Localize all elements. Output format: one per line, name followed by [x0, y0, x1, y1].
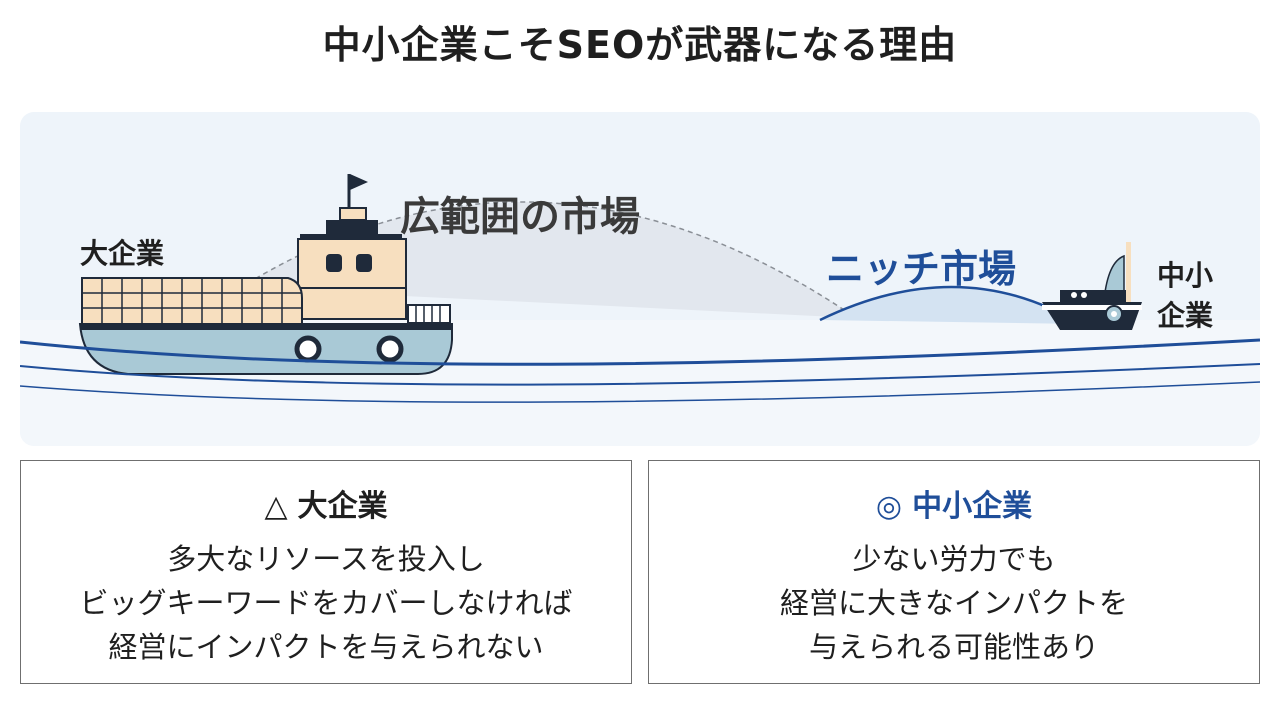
- large-company-card: △ 大企業 多大なリソースを投入し ビッグキーワードをカバーしなければ 経営にイン…: [20, 460, 632, 684]
- card-line: 少ない労力でも: [852, 542, 1056, 576]
- market-scene: 大企業 広範囲の市場 ニッチ市場 中小企業: [20, 112, 1260, 446]
- small-company-card-heading: ◎ 中小企業: [649, 481, 1259, 525]
- wide-market-boundary: [239, 201, 857, 319]
- wave-line: [20, 363, 1260, 386]
- wave-line: [20, 381, 1260, 403]
- large-company-card-text: 多大なリソースを投入し ビッグキーワードをカバーしなければ 経営にインパクトを与…: [21, 537, 631, 669]
- wide-market-label: 広範囲の市場: [400, 194, 640, 240]
- large-company-card-heading: △ 大企業: [21, 481, 631, 525]
- card-line: ビッグキーワードをカバーしなければ: [79, 586, 573, 620]
- triangle-icon: △: [264, 489, 288, 524]
- card-line: 経営にインパクトを与えられない: [108, 630, 544, 664]
- card-line: 多大なリソースを投入し: [167, 542, 485, 576]
- large-company-label: 大企業: [80, 237, 165, 270]
- scene-illustration: [20, 174, 1260, 446]
- small-company-card: ◎ 中小企業 少ない労力でも 経営に大きなインパクトを 与えられる可能性あり: [648, 460, 1260, 684]
- page-title: 中小企業こそSEOが武器になる理由: [322, 23, 958, 67]
- card-line: 与えられる可能性あり: [808, 630, 1099, 664]
- small-company-card-text: 少ない労力でも 経営に大きなインパクトを 与えられる可能性あり: [649, 537, 1259, 669]
- wave-line: [20, 338, 1260, 366]
- card-heading-text: 中小企業: [912, 489, 1033, 524]
- double-circle-icon: ◎: [875, 489, 903, 524]
- niche-market-label: ニッチ市場: [826, 247, 1017, 291]
- small-boat-icon: [1042, 242, 1142, 330]
- card-line: 経営に大きなインパクトを: [779, 586, 1128, 620]
- card-heading-text: 大企業: [297, 489, 388, 524]
- small-company-label: 中小企業: [1156, 259, 1213, 332]
